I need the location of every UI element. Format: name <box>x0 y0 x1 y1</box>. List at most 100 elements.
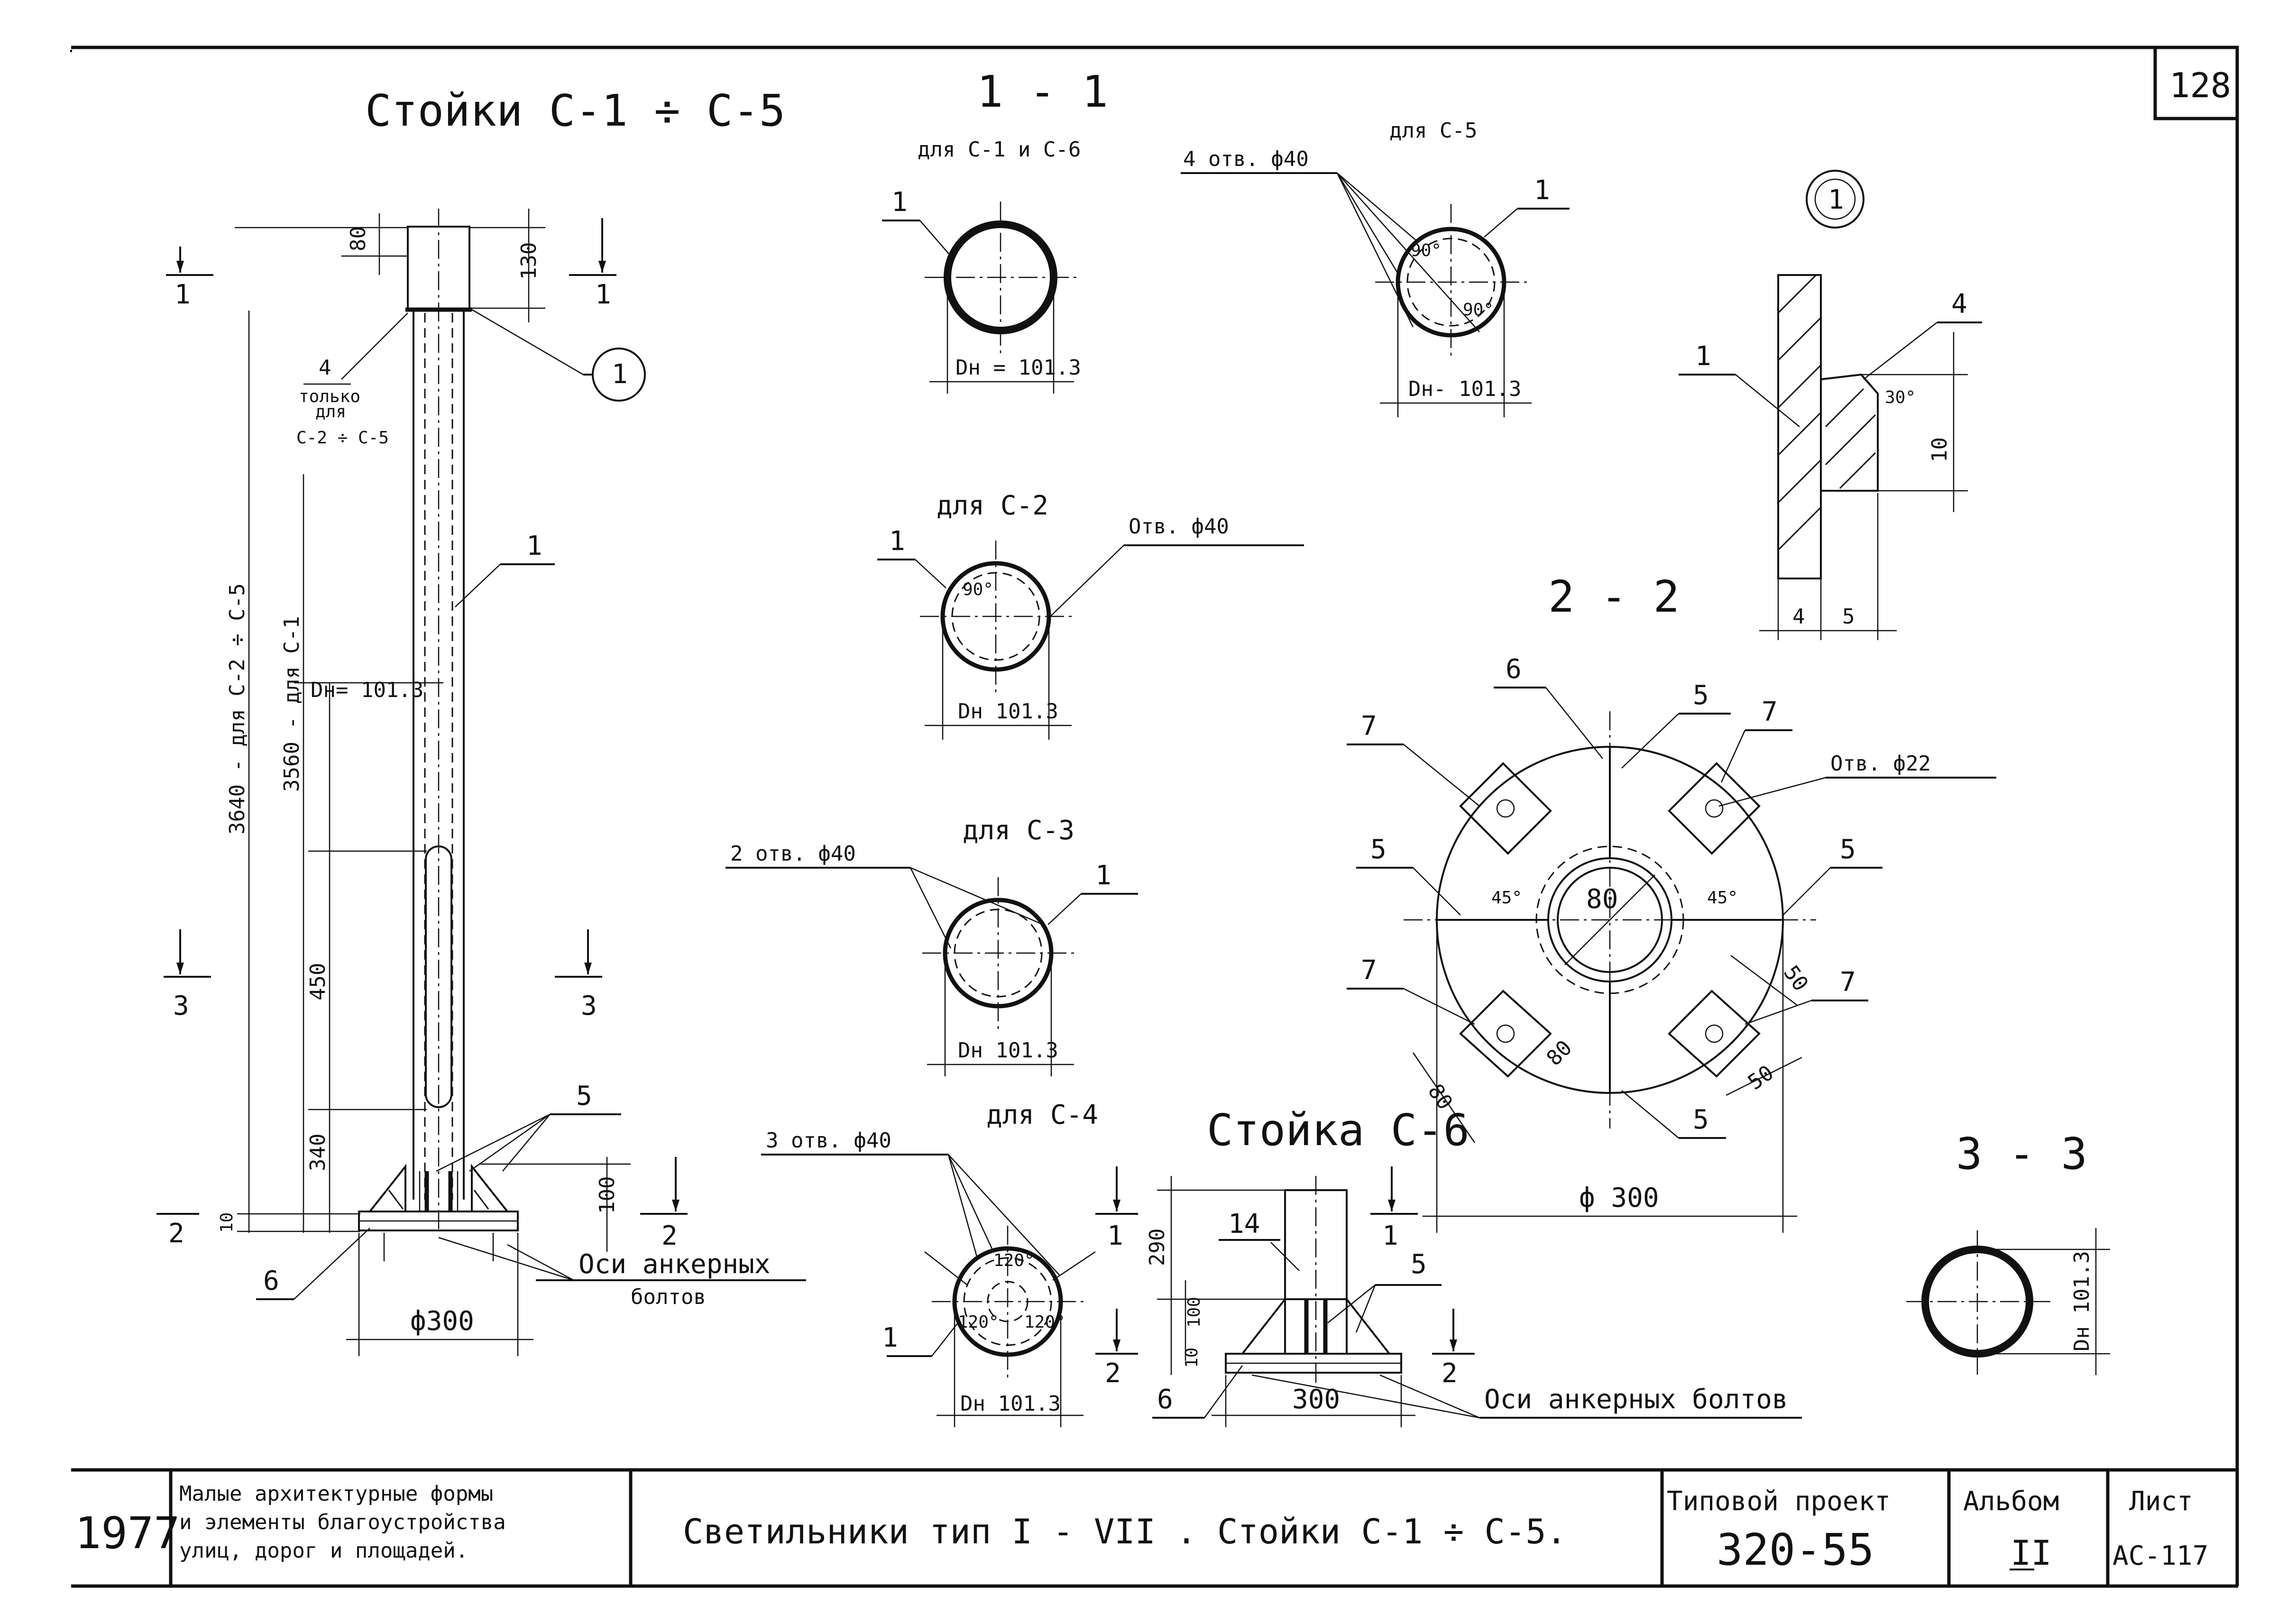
section-c2: для С-2 Отв. ф40 90° 1 Dн 101.3 <box>877 490 1304 740</box>
dim-340: 340 <box>306 1134 330 1171</box>
dia-label: Dн= 101.3 <box>311 678 423 702</box>
detail-1: 1 10 30° 4 1 4 5 <box>1679 170 1982 640</box>
section-2-2-base-dia: ф 300 <box>1579 1183 1659 1213</box>
section-2-2-pos5-bottom: 5 <box>1693 1104 1709 1135</box>
dim-80: 80 <box>346 226 370 251</box>
section-2-2-angle-left: 45° <box>1491 888 1522 908</box>
elevation-c6-anchor-label: Оси анкерных болтов <box>1484 1384 1788 1415</box>
section-c5-pos: 1 <box>1534 175 1550 206</box>
base-dia: ф300 <box>410 1306 474 1337</box>
dim-450: 450 <box>306 963 330 1000</box>
elevation-c6-pos14: 14 <box>1228 1209 1260 1239</box>
bolt-plate-top-right <box>1668 762 1761 855</box>
section-2-2-dim-50-b: 50 <box>1744 1061 1778 1095</box>
section-c2-title: для С-2 <box>937 490 1048 521</box>
cut-2-right: 2 <box>661 1220 678 1251</box>
pos-1: 1 <box>526 531 542 561</box>
elevation-c6-cut2: 2 <box>1442 1358 1458 1389</box>
pos-4: 4 <box>319 356 331 380</box>
section-c2-pos: 1 <box>889 526 905 557</box>
elevation-c6: Стойка С-6 290 100 10 300 14 5 6 <box>1095 1105 1802 1427</box>
elevation-c6-cut1: 1 <box>1382 1220 1398 1251</box>
section-c4-cut1: 1 <box>1107 1220 1123 1251</box>
dim-10: 10 <box>217 1212 237 1233</box>
section-c4-holes: 3 отв. ф40 <box>766 1129 891 1153</box>
section-c4-angle-c: 120° <box>1024 1312 1065 1332</box>
section-3-3: 3 - 3 Dн 101.3 <box>1906 1129 2110 1375</box>
section-2-2-pos7-a: 7 <box>1361 711 1377 742</box>
sheet-number-box: 128 <box>2153 46 2239 120</box>
cut-3-left: 3 <box>173 991 189 1021</box>
elevation-c6-dim-100: 100 <box>1185 1297 1204 1328</box>
title-block-album-label: Альбом <box>1963 1486 2059 1517</box>
section-1-1: 1 - 1 для С-1 и С-6 Dн = 101.3 1 <box>882 66 1108 394</box>
anchor-axis-label-2: болтов <box>631 1285 706 1309</box>
section-c3-holes: 2 отв. ф40 <box>730 842 856 866</box>
bolt-plate-bottom-left <box>1459 990 1552 1078</box>
section-2-2-pos5-top: 5 <box>1693 680 1709 711</box>
title-block-subject-line3: улиц, дорог и площадей. <box>179 1539 468 1563</box>
title-block-year: 1977 <box>75 1508 180 1559</box>
detail-1-pos4: 4 <box>1951 289 1967 320</box>
section-2-2-dim-50-a: 50 <box>1779 961 1813 996</box>
pos-4-note-1: только <box>299 387 360 406</box>
title-block-album-value: II <box>2011 1533 2052 1573</box>
section-2-2-angle-right: 45° <box>1707 888 1738 908</box>
title-block-sheet-label: Лист <box>2129 1486 2193 1517</box>
pos-4-note-3: С-2 ÷ С-5 <box>296 428 389 448</box>
dim-130: 130 <box>517 242 541 280</box>
pos-4-note-2: для <box>315 402 346 422</box>
section-c5: для С-5 4 отв. ф40 90° 90° 1 Dн- 101.3 <box>1181 119 1570 417</box>
bolt-plate-bottom-right <box>1668 990 1761 1078</box>
anchor-axis-label-1: Оси анкерных <box>579 1249 771 1280</box>
section-c5-title: для С-5 <box>1389 119 1477 143</box>
section-c4-angle-a: 120° <box>993 1251 1035 1270</box>
dim-3560: 3560 - для С-1 <box>280 616 304 792</box>
title-block-project-label: Типовой проект <box>1667 1486 1891 1517</box>
section-c4-pos: 1 <box>882 1322 898 1353</box>
title-block-drawing-title: Светильники тип I - VII . Стойки С-1 ÷ С… <box>683 1512 1567 1551</box>
section-2-2: 2 - 2 80 7 <box>1347 571 1996 1233</box>
detail-1-number: 1 <box>1828 184 1844 215</box>
section-c4-angle-b: 120° <box>958 1312 999 1332</box>
section-2-2-title: 2 - 2 <box>1548 571 1680 622</box>
section-c5-holes: 4 отв. ф40 <box>1183 147 1309 171</box>
pos-5: 5 <box>576 1081 592 1111</box>
elevation-c6-pos5: 5 <box>1411 1249 1427 1280</box>
section-2-2-pos7-b: 7 <box>1762 697 1778 727</box>
section-c5-dia: Dн- 101.3 <box>1408 377 1521 401</box>
elevation-c6-pos6: 6 <box>1157 1384 1173 1415</box>
cut-2-left: 2 <box>168 1218 184 1249</box>
cut-1-right: 1 <box>595 279 611 310</box>
elevation-title: Стойки С-1 ÷ С-5 <box>365 85 785 136</box>
section-c4-cut2: 2 <box>1105 1358 1121 1389</box>
section-2-2-hole: Отв. ф22 <box>1830 752 1931 776</box>
detail-ref-circle <box>592 348 646 402</box>
title-block-subject-line1: Малые архитектурные формы <box>179 1482 493 1506</box>
sheet-number: 128 <box>2169 65 2231 105</box>
section-c3-dia: Dн 101.3 <box>958 1038 1058 1063</box>
elevation-c6-dim-10: 10 <box>1182 1348 1202 1368</box>
elevation-c6-dim-300: 300 <box>1292 1384 1340 1415</box>
section-1-1-title: 1 - 1 <box>977 66 1108 117</box>
section-c5-angle-b: 90° <box>1463 300 1494 320</box>
cut-1-left: 1 <box>174 279 191 310</box>
section-2-2-pos5-left: 5 <box>1370 834 1387 865</box>
elevation-c6-dim-290: 290 <box>1145 1229 1169 1266</box>
section-c2-angle: 90° <box>963 580 993 599</box>
section-c5-angle-a: 90° <box>1411 241 1442 260</box>
detail-1-dim-10: 10 <box>1928 437 1952 462</box>
title-block-subject-line2: и элементы благоустройства <box>179 1510 506 1534</box>
section-2-2-pos7-d: 7 <box>1840 967 1856 998</box>
section-3-3-title: 3 - 3 <box>1956 1129 2087 1179</box>
section-c4-dia: Dн 101.3 <box>960 1392 1061 1416</box>
section-1-1-pos: 1 <box>891 187 908 218</box>
dim-100: 100 <box>595 1176 619 1214</box>
section-2-2-pos5-right: 5 <box>1840 834 1856 865</box>
section-c3-title: для С-3 <box>963 815 1075 846</box>
detail-1-dim-4: 4 <box>1792 605 1805 629</box>
detail-1-dim-5: 5 <box>1842 605 1855 629</box>
section-c2-dia: Dн 101.3 <box>958 699 1058 724</box>
section-c4-title: для С-4 <box>986 1100 1098 1130</box>
